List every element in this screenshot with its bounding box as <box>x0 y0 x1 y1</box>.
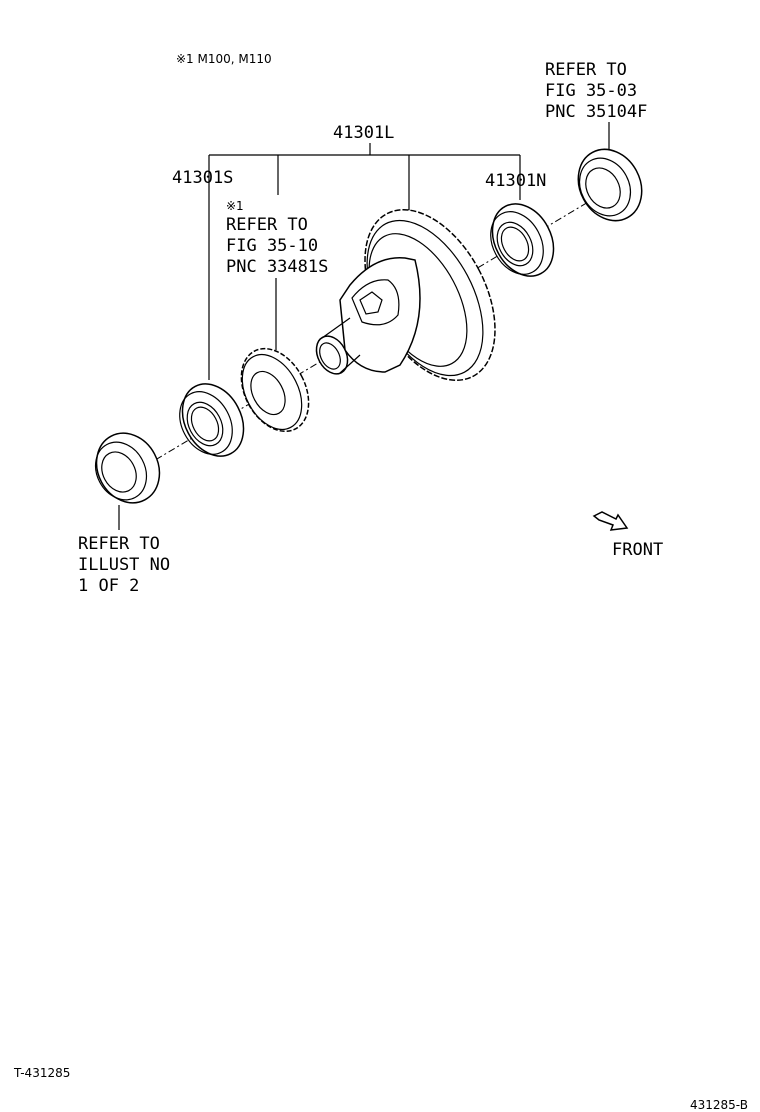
mark-label: ※1 <box>226 199 244 213</box>
left-seal-ref-line1: REFER TO <box>78 534 160 554</box>
assembly-label: 41301L <box>333 123 394 143</box>
speedo-ref-line1: REFER TO <box>226 215 308 235</box>
speedometer-drive-gear <box>240 347 310 433</box>
right-oil-seal <box>577 148 643 222</box>
left-seal-ref-line3: 1 OF 2 <box>78 576 139 596</box>
model-note: ※1 M100, M110 <box>176 52 272 66</box>
differential-case <box>315 209 496 381</box>
right-seal-ref-line2: FIG 35-03 <box>545 81 637 101</box>
left-bearing <box>179 383 245 457</box>
left-oil-seal <box>94 432 161 504</box>
left-bearing-label: 41301S <box>172 168 233 188</box>
left-seal-ref-line2: ILLUST NO <box>78 555 170 575</box>
front-arrow-icon <box>592 511 629 531</box>
footer-left-code: T-431285 <box>13 1066 70 1080</box>
front-label: FRONT <box>612 540 663 560</box>
speedo-ref-line3: PNC 33481S <box>226 257 328 277</box>
right-bearing <box>490 203 555 277</box>
speedo-ref-line2: FIG 35-10 <box>226 236 318 256</box>
right-bearing-label: 41301N <box>485 171 546 191</box>
right-seal-ref-line3: PNC 35104F <box>545 102 647 122</box>
right-seal-ref-line1: REFER TO <box>545 60 627 80</box>
footer-right-code: 431285-B <box>690 1098 748 1112</box>
assembly-bracket <box>208 143 521 380</box>
